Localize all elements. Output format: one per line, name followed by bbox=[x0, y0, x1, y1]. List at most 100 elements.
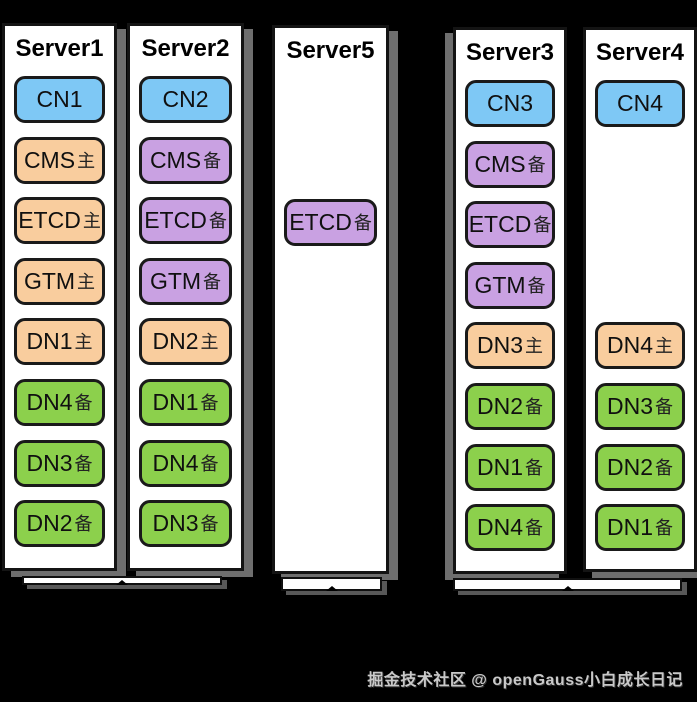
server-base-middle bbox=[281, 577, 382, 591]
box-suffix: 备 bbox=[203, 150, 222, 171]
box-suffix: 备 bbox=[525, 457, 543, 478]
box-label: DN1 bbox=[152, 389, 199, 415]
box-suffix: 主 bbox=[525, 335, 543, 356]
server-title: Server2 bbox=[141, 35, 230, 62]
box-label: DN4 bbox=[26, 389, 73, 415]
server-title: Server4 bbox=[595, 39, 685, 66]
box-label: ETCD bbox=[289, 209, 352, 235]
box-cn1: CN1 bbox=[14, 76, 105, 123]
box-label: DN2 bbox=[26, 510, 73, 536]
box-suffix: 备 bbox=[74, 453, 93, 474]
box-label: DN4 bbox=[606, 332, 653, 358]
box-label: DN3 bbox=[26, 450, 73, 476]
server-title: Server1 bbox=[15, 35, 104, 62]
box-suffix: 备 bbox=[527, 154, 546, 175]
box-suffix: 备 bbox=[655, 457, 673, 478]
box-suffix: 备 bbox=[200, 453, 219, 474]
server-base-right bbox=[453, 578, 682, 591]
box-label: CN1 bbox=[36, 86, 83, 112]
box-suffix: 备 bbox=[533, 214, 552, 235]
box-cn2: CN2 bbox=[139, 76, 232, 123]
box-suffix: 备 bbox=[525, 396, 543, 417]
box-label: DN4 bbox=[152, 450, 199, 476]
box-label: CN3 bbox=[486, 90, 533, 116]
box-label: DN2 bbox=[606, 454, 653, 480]
box-suffix: 备 bbox=[353, 212, 372, 233]
box-label: GTM bbox=[474, 272, 526, 298]
box-suffix: 备 bbox=[74, 513, 93, 534]
box-cn4: CN4 bbox=[595, 80, 685, 127]
box-suffix: 主 bbox=[82, 210, 101, 231]
box-label: DN1 bbox=[606, 514, 653, 540]
box-label: ETCD bbox=[468, 211, 532, 237]
box-label: DN1 bbox=[476, 454, 523, 480]
box-suffix: 主 bbox=[655, 335, 673, 356]
server-title: Server5 bbox=[286, 37, 375, 64]
box-suffix: 备 bbox=[203, 271, 222, 292]
box-suffix: 主 bbox=[74, 331, 93, 352]
box-label: DN2 bbox=[476, 393, 523, 419]
box-label: DN4 bbox=[476, 514, 523, 540]
box-suffix: 主 bbox=[77, 150, 96, 171]
box-label: DN2 bbox=[152, 328, 199, 354]
box-label: DN3 bbox=[152, 510, 199, 536]
box-label: CN2 bbox=[162, 86, 209, 112]
box-label: ETCD bbox=[144, 207, 207, 233]
server-base-left bbox=[22, 576, 222, 585]
box-label: DN3 bbox=[476, 332, 523, 358]
box-suffix: 主 bbox=[77, 271, 96, 292]
box-label: DN3 bbox=[606, 393, 653, 419]
box-label: GTM bbox=[23, 268, 76, 294]
watermark-text: 掘金技术社区 @ openGauss小白成长日记 bbox=[367, 672, 683, 689]
box-suffix: 备 bbox=[655, 396, 673, 417]
box-label: CMS bbox=[149, 147, 202, 173]
box-suffix: 备 bbox=[655, 517, 673, 538]
box-suffix: 备 bbox=[74, 392, 93, 413]
box-suffix: 备 bbox=[200, 392, 219, 413]
box-suffix: 主 bbox=[200, 331, 219, 352]
box-label: DN1 bbox=[26, 328, 73, 354]
box-cn3: CN3 bbox=[465, 80, 555, 127]
box-label: GTM bbox=[149, 268, 202, 294]
box-suffix: 备 bbox=[200, 513, 219, 534]
box-label: ETCD bbox=[18, 207, 81, 233]
server-title: Server3 bbox=[465, 39, 555, 66]
box-suffix: 备 bbox=[527, 275, 546, 296]
box-suffix: 备 bbox=[525, 517, 543, 538]
box-label: CMS bbox=[23, 147, 76, 173]
box-suffix: 备 bbox=[208, 210, 227, 231]
box-label: CMS bbox=[474, 151, 526, 177]
box-label: CN4 bbox=[616, 90, 663, 116]
